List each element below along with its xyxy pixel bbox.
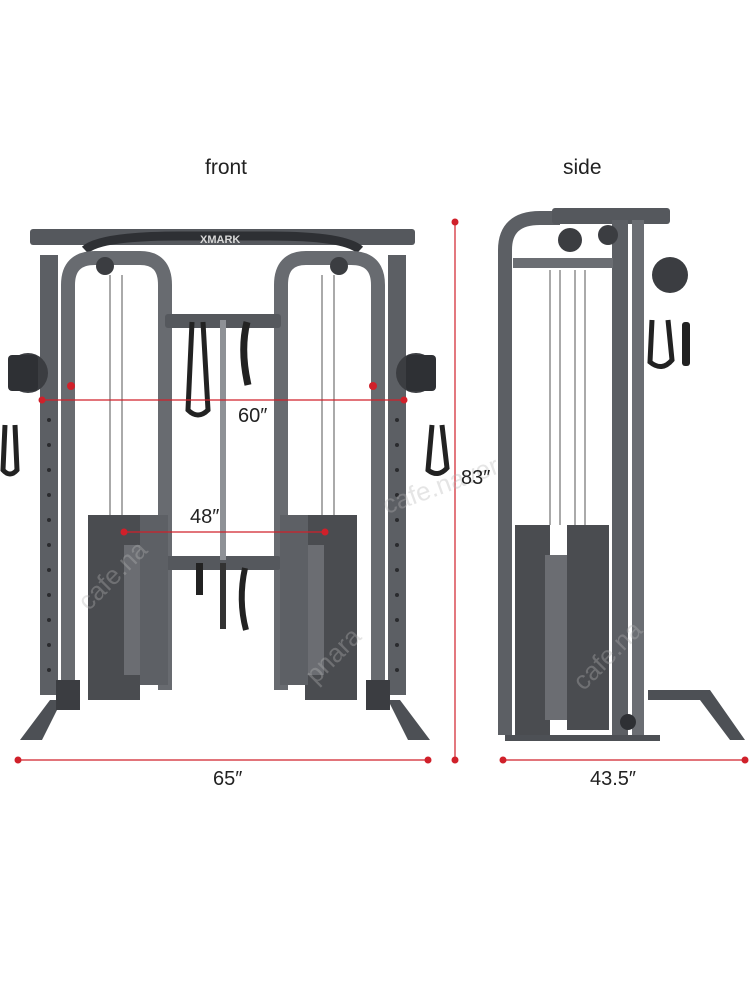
dimension-endpoint bbox=[741, 756, 749, 764]
dimension-lines bbox=[14, 218, 749, 764]
dimension-endpoint bbox=[451, 756, 459, 764]
front-view-machine: XMARK bbox=[0, 229, 450, 740]
dimension-endpoint bbox=[120, 528, 128, 536]
front-view-title: front bbox=[205, 156, 248, 179]
dimension-endpoint bbox=[451, 218, 459, 226]
side-view-machine bbox=[498, 208, 745, 741]
dimension-label-side-depth: 43.5″ bbox=[590, 768, 637, 790]
dimension-endpoint bbox=[321, 528, 329, 536]
dimension-label-upper-width: 60″ bbox=[238, 405, 268, 428]
dimension-endpoint bbox=[499, 756, 507, 764]
dimension-label-front-width: 65″ bbox=[213, 768, 243, 790]
dimension-endpoint bbox=[14, 756, 22, 764]
dimension-endpoint bbox=[400, 396, 408, 404]
dimension-endpoint bbox=[38, 396, 46, 404]
dimension-label-height: 83″ bbox=[461, 467, 491, 489]
side-view-title: side bbox=[563, 156, 602, 179]
dimension-label-inner-width: 48″ bbox=[190, 506, 220, 529]
dimension-endpoint bbox=[424, 756, 432, 764]
brand-logo-text: XMARK bbox=[200, 234, 240, 246]
